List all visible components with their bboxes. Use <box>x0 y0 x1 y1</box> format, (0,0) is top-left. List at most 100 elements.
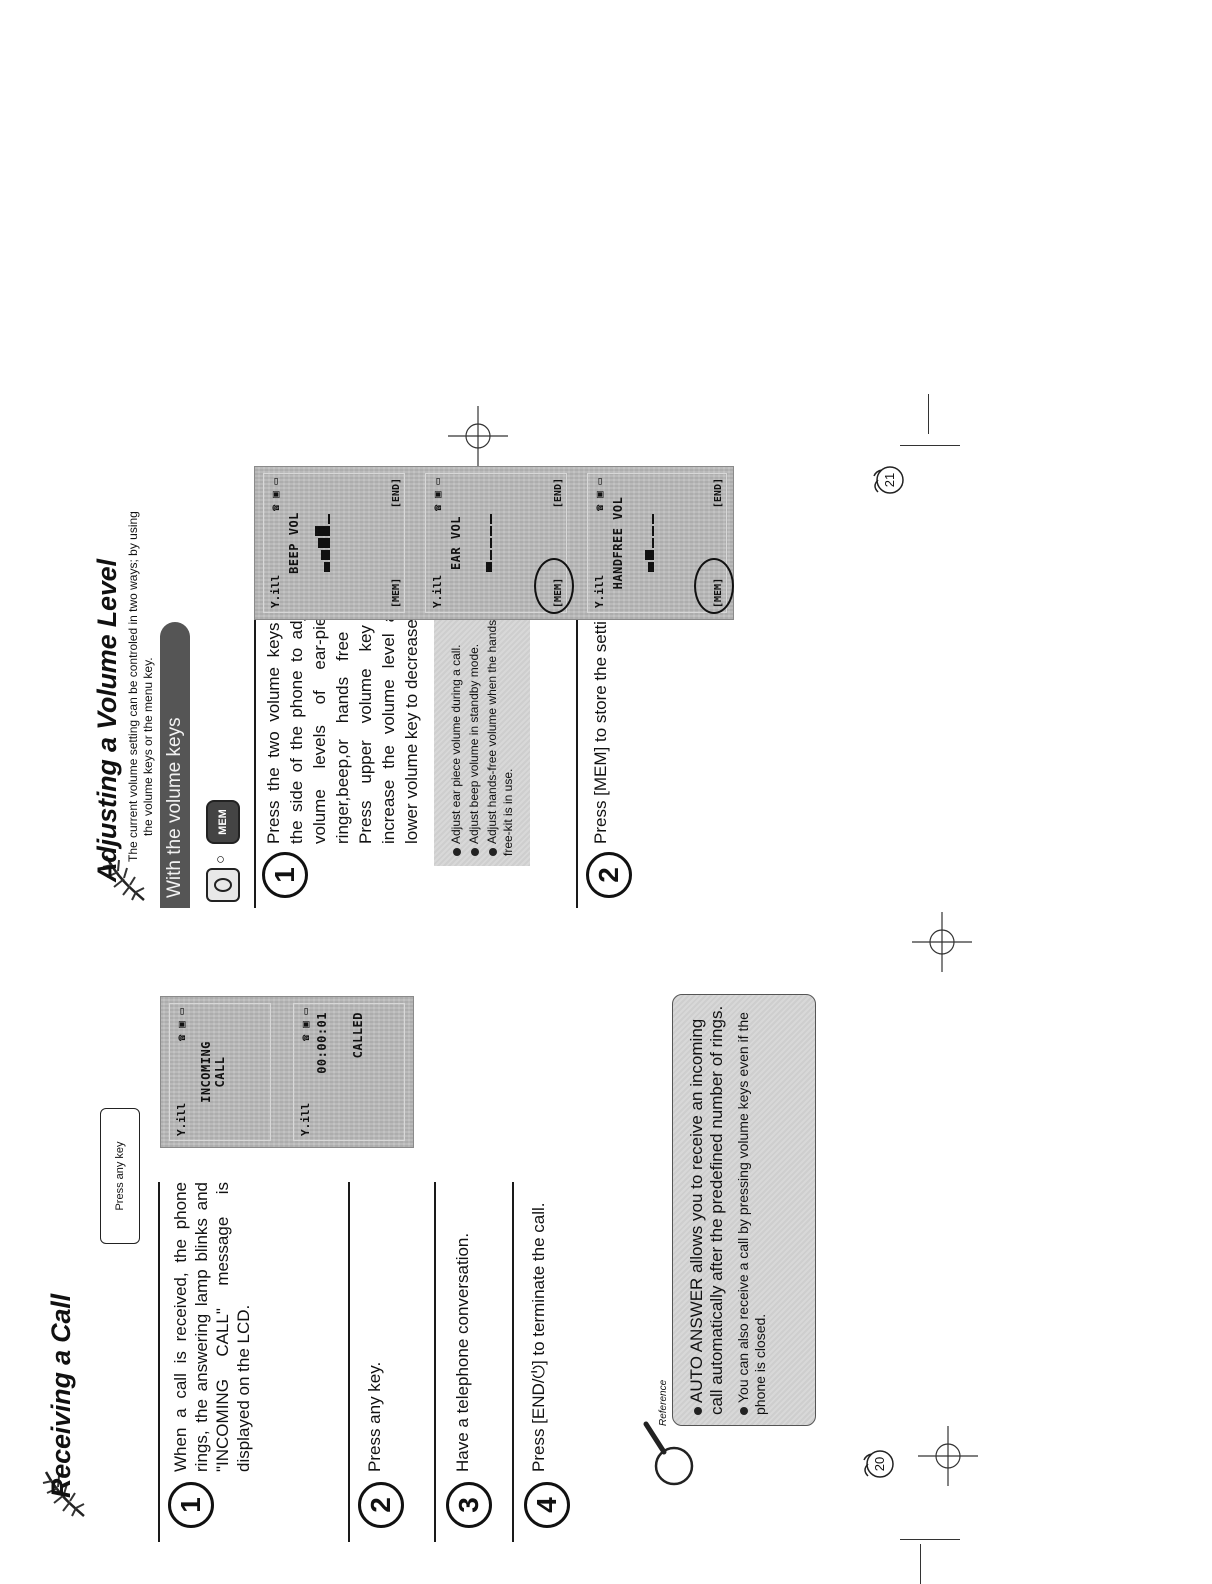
volume-bar-segment <box>324 562 330 572</box>
signal-strength-icon: Y.ill <box>430 574 444 608</box>
lcd-line-incoming: INCOMING <box>199 1041 213 1103</box>
step-divider <box>434 1182 436 1542</box>
volume-bar-segment <box>315 526 330 536</box>
bullet-icon <box>452 848 461 856</box>
or-separator-icon: ○ <box>212 854 229 864</box>
page-number-badge-icon <box>863 1450 894 1478</box>
status-icons: ☎ ▣ ▭ <box>174 1008 188 1042</box>
volume-bar-segment <box>490 526 492 536</box>
page-number-20: 20 <box>858 1444 898 1484</box>
volume-bar-segment <box>490 550 492 560</box>
volume-key-icon <box>206 868 240 902</box>
softkey-mem: [MEM] <box>391 577 402 608</box>
volume-bar-segment <box>645 550 654 560</box>
signal-strength-icon: Y.ill <box>592 574 606 608</box>
step-number-1: 1 <box>168 1482 214 1528</box>
page-number-21: 21 <box>868 460 908 500</box>
lcd-line-called: CALLED <box>351 1012 365 1059</box>
volume-bar-segment <box>648 562 654 572</box>
lcd-volume-screenshots: Y.ill ☎ ▣ ▭ BEEP VOL [MEM] [END] Y.ill ☎… <box>254 466 734 620</box>
fern-ornament-icon <box>42 1471 85 1517</box>
step-3-text: Have a telephone conversation. <box>453 1232 472 1472</box>
tip-3: Adjust hands-free volume when the hands-… <box>485 615 515 856</box>
softkey-end: [END] <box>713 478 724 509</box>
right-page-title: Adjusting a Volume Level <box>92 559 122 882</box>
volume-level-bars <box>310 514 330 572</box>
lcd-volume-title: HANDFREE VOL <box>611 496 625 590</box>
lcd-status-bar: Y.ill ☎ ▣ ▭ <box>296 1008 314 1136</box>
lcd-screen-called: Y.ill ☎ ▣ ▭ 00:00:01 CALLED <box>293 1003 405 1141</box>
volume-level-bars <box>472 514 492 572</box>
bullet-icon <box>740 1407 749 1415</box>
lcd-status-bar: Y.ill ☎ ▣ ▭ <box>172 1008 190 1136</box>
signal-strength-icon: Y.ill <box>298 1102 312 1136</box>
volume-bar-segment <box>652 514 654 524</box>
signal-strength-icon: Y.ill <box>174 1102 188 1136</box>
tab-with-volume-keys: With the volume keys <box>160 622 190 908</box>
status-icons: ☎ ▣ ▭ <box>592 478 606 512</box>
step-2-text: Press any key. <box>365 1361 384 1472</box>
lcd-call-timer: 00:00:01 <box>315 1012 329 1074</box>
volume-tips-box: Adjust ear piece volume during a call. A… <box>434 606 530 866</box>
lcd-screen-ear-volume: Y.ill ☎ ▣ ▭ EAR VOL [MEM] [END] <box>425 473 574 614</box>
volume-bar-segment <box>490 514 492 524</box>
status-icons: ☎ ▣ ▭ <box>430 478 444 512</box>
right-page-subtitle: The current volume setting can be contro… <box>126 511 155 862</box>
mem-highlight-circle-icon <box>534 558 574 614</box>
press-any-key-badge: Press any key <box>100 1108 140 1244</box>
registration-mark-icon <box>918 1426 978 1486</box>
bullet-icon <box>488 848 497 856</box>
lcd-volume-title: BEEP VOL <box>287 512 301 574</box>
signal-strength-icon: Y.ill <box>268 574 282 608</box>
softkey-end: [END] <box>553 478 564 509</box>
volume-bar-segment <box>321 550 330 560</box>
volume-bar-segment <box>486 562 492 572</box>
mem-key-icon: MEM <box>206 800 240 844</box>
bullet-icon <box>693 1407 702 1415</box>
volume-bar-segment <box>328 514 330 524</box>
step-divider <box>576 608 578 908</box>
step-number-1: 1 <box>262 852 308 898</box>
lcd-status-bar: Y.ill ☎ ▣ ▭ <box>590 478 608 608</box>
step-4-text: Press [END/⏻] to terminate the call. <box>529 1202 548 1473</box>
step-number-2: 2 <box>358 1482 404 1528</box>
bullet-icon <box>470 848 479 856</box>
step-2-text: Press [MEM] to store the setting. <box>591 597 610 844</box>
lcd-incoming-call-screenshot: Y.ill ☎ ▣ ▭ INCOMING CALL Y.ill ☎ ▣ ▭ 00… <box>160 996 414 1148</box>
lcd-status-bar: Y.ill ☎ ▣ ▭ <box>266 478 284 608</box>
step-divider <box>348 1182 350 1542</box>
lcd-volume-title: EAR VOL <box>449 515 463 571</box>
reference-box: AUTO ANSWER allows you to receive an inc… <box>672 994 816 1426</box>
volume-bar-segment <box>490 538 492 548</box>
lcd-screen-handsfree-volume: Y.ill ☎ ▣ ▭ HANDFREE VOL [MEM] [END] <box>587 473 734 614</box>
reference-note-2: You can also receive a call by pressing … <box>735 1012 768 1415</box>
status-icons: ☎ ▣ ▭ <box>268 478 282 512</box>
tip-1: Adjust ear piece volume during a call. <box>448 612 464 856</box>
lcd-screen-incoming: Y.ill ☎ ▣ ▭ INCOMING CALL <box>169 1003 271 1141</box>
step-number-3: 3 <box>446 1482 492 1528</box>
step-1-text: When a call is received, the phone rings… <box>171 1182 253 1472</box>
volume-bar-segment <box>318 538 330 548</box>
status-icons: ☎ ▣ ▭ <box>298 1008 312 1042</box>
left-page-title: Receiving a Call <box>46 1294 76 1498</box>
lcd-screen-beep-volume: Y.ill ☎ ▣ ▭ BEEP VOL [MEM] [END] <box>263 473 405 613</box>
step-number-4: 4 <box>524 1482 570 1528</box>
lcd-status-bar: Y.ill ☎ ▣ ▭ <box>428 478 446 608</box>
lcd-line-call: CALL <box>213 1056 227 1088</box>
step-1-text: Press the two volume keys on the side of… <box>264 594 421 844</box>
volume-bar-segment <box>652 526 654 536</box>
page-number-badge-icon <box>873 466 904 494</box>
volume-bar-segment <box>652 538 654 548</box>
step-divider <box>158 1182 160 1542</box>
mem-highlight-circle-icon <box>694 558 734 614</box>
tip-2: Adjust beep volume in standby mode. <box>466 612 482 856</box>
step-divider <box>512 1182 514 1542</box>
reference-note-1: AUTO ANSWER allows you to receive an inc… <box>687 1005 726 1415</box>
fern-ornament-icon <box>102 855 145 901</box>
volume-level-bars <box>634 514 654 572</box>
registration-mark-icon <box>448 406 508 466</box>
step-divider <box>254 608 256 908</box>
reference-label: Reference <box>658 1379 669 1426</box>
softkey-end: [END] <box>391 478 402 509</box>
